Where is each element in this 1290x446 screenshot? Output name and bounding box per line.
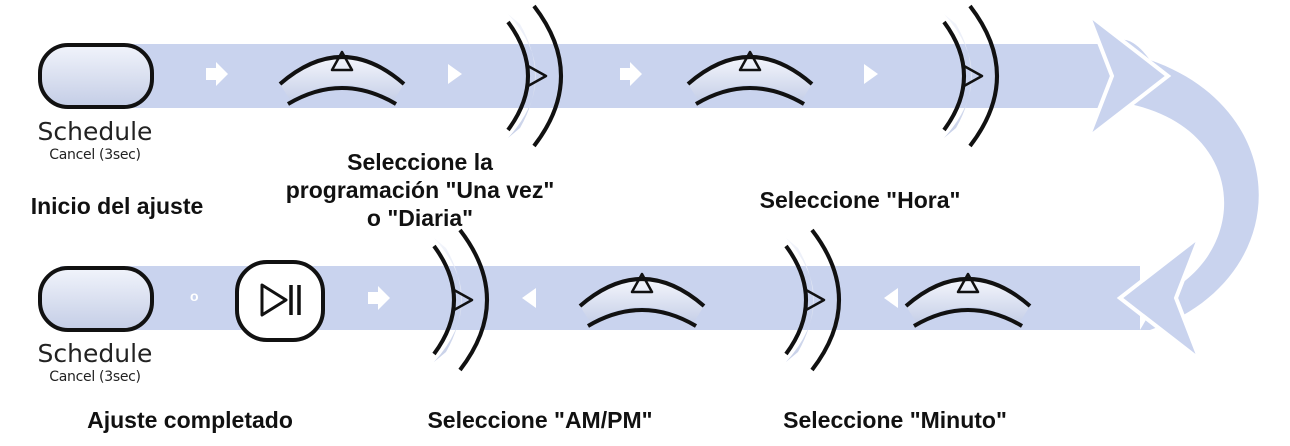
flow-arrow-icon [620, 62, 642, 86]
up-triangle-icon [330, 50, 354, 72]
up-key-bottom-2-inner-arc [912, 308, 1024, 328]
schedule-caption-top: Schedule Cancel (3sec) [20, 118, 170, 164]
flow-triangle-icon [884, 288, 898, 308]
up-key-top-2[interactable] [686, 50, 814, 106]
or-separator: o [190, 288, 199, 304]
track-top-band [60, 44, 1120, 108]
up-triangle-icon [956, 272, 980, 294]
schedule-label: Schedule [37, 339, 153, 368]
cancel-label: Cancel (3sec) [49, 147, 141, 163]
right-triangle-icon [962, 64, 984, 88]
right-key-bottom-2-body[interactable] [786, 238, 814, 362]
play-pause-button-body[interactable] [235, 260, 325, 342]
right-key-bottom-1-body[interactable] [434, 238, 462, 362]
step-program-line-1: Seleccione la [347, 149, 493, 175]
schedule-label: Schedule [37, 117, 153, 146]
right-key-top-2-body[interactable] [944, 14, 972, 138]
up-key-bottom-1[interactable] [578, 272, 706, 328]
up-triangle-icon [738, 50, 762, 72]
flow-triangle-icon [448, 64, 462, 84]
step-program-line-2: programación "Una vez" [285, 177, 555, 203]
step-done-label: Ajuste completado [87, 407, 293, 433]
right-key-bottom-1[interactable] [432, 228, 489, 372]
flow-triangle-icon [522, 288, 536, 308]
up-key-bottom-1-inner-arc [586, 308, 698, 328]
cancel-label: Cancel (3sec) [49, 369, 141, 385]
right-key-top-1-body[interactable] [508, 14, 536, 138]
right-triangle-icon [804, 288, 826, 312]
step-program-label: Seleccione la programación "Una vez" o "… [240, 148, 600, 232]
play-pause-icon [260, 283, 288, 317]
schedule-button-top[interactable] [38, 43, 154, 109]
up-key-bottom-2[interactable] [904, 272, 1032, 328]
up-key-top-1-body[interactable] [280, 57, 404, 100]
up-key-top-1-inner-arc [286, 86, 398, 106]
up-key-bottom-2-outer-arc [904, 277, 1032, 308]
right-key-bottom-1-outer-arc [458, 228, 489, 372]
right-key-top-2-outer-arc [968, 4, 999, 148]
right-triangle-icon [526, 64, 548, 88]
right-key-bottom-2[interactable] [784, 228, 841, 372]
flow-arrow-icon [368, 286, 390, 310]
arrowhead-bottom-right [1116, 230, 1205, 366]
right-key-bottom-2-outer-arc [810, 228, 841, 372]
up-triangle-icon [630, 272, 654, 294]
right-key-top-2[interactable] [942, 4, 999, 148]
schedule-caption-bottom: Schedule Cancel (3sec) [20, 340, 170, 386]
arrowhead-top-right [1083, 8, 1172, 144]
up-key-top-2-inner-arc [694, 86, 806, 106]
up-key-top-1[interactable] [278, 50, 406, 106]
step-ampm-label: Seleccione "AM/PM" [427, 407, 653, 433]
flow-arrow-icon [206, 62, 228, 86]
up-key-top-1-outer-arc [278, 55, 406, 86]
up-key-bottom-2-body[interactable] [906, 279, 1030, 322]
step-hour-label: Seleccione "Hora" [759, 187, 961, 213]
right-triangle-icon [452, 288, 474, 312]
step-start-label: Inicio del ajuste [30, 193, 204, 219]
schedule-button-bottom[interactable] [38, 266, 154, 332]
play-pause-button[interactable] [235, 260, 325, 342]
step-minute-label: Seleccione "Minuto" [783, 407, 1007, 433]
up-key-bottom-1-outer-arc [578, 277, 706, 308]
right-key-top-1-outer-arc [532, 4, 563, 148]
right-key-top-1[interactable] [506, 4, 563, 148]
up-key-top-2-outer-arc [686, 55, 814, 86]
flow-triangle-icon [864, 64, 878, 84]
up-key-top-2-body[interactable] [688, 57, 812, 100]
up-key-bottom-1-body[interactable] [580, 279, 704, 322]
step-program-line-3: o "Diaria" [366, 205, 474, 231]
track-u-turn [1110, 39, 1259, 330]
